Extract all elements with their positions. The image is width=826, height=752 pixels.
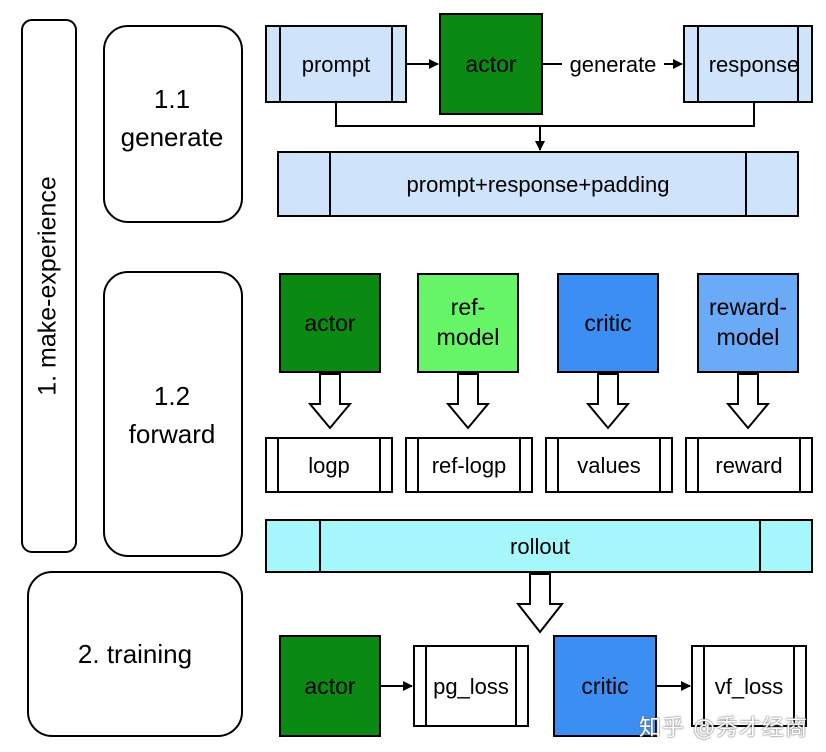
values-label: values [577, 453, 641, 478]
values-node: values [545, 437, 673, 493]
stage-forward: 1.2 forward [103, 271, 243, 557]
merge-connector [335, 102, 755, 151]
reward-model-label-line2: model [717, 324, 780, 350]
logp-label: logp [308, 453, 350, 478]
forward-actor-node: actor [279, 273, 381, 373]
vf-loss-label: vf_loss [715, 674, 783, 699]
train-actor-label: actor [304, 673, 355, 699]
actor-generate-node: actor [439, 13, 543, 115]
stage-forward-number: 1.2 [154, 381, 190, 411]
reward-node: reward [685, 437, 813, 493]
ref-logp-node: ref-logp [405, 437, 533, 493]
actor-generate-label: actor [465, 51, 516, 77]
watermark: 知乎 @秀才经商 [639, 716, 808, 741]
reward-model-node: reward- model [697, 273, 799, 373]
ref-model-node: ref- model [417, 273, 519, 373]
actor-to-logp-arrow [307, 373, 353, 430]
train-actor-node: actor [279, 635, 381, 737]
rollout-to-training-arrow [515, 573, 565, 634]
stage-make-experience-label: 1. make-experience [34, 176, 62, 396]
reward-model-to-reward-arrow [725, 373, 771, 430]
forward-actor-label: actor [304, 310, 355, 336]
stage-generate: 1.1 generate [103, 25, 243, 223]
response-label: response [709, 52, 800, 77]
stage-training-label: 2. training [78, 639, 192, 669]
critic-to-values-arrow [585, 373, 631, 430]
concat-label: prompt+response+padding [407, 172, 670, 197]
critic-label: critic [584, 310, 631, 336]
stage-generate-number: 1.1 [154, 84, 190, 114]
reward-model-label-line1: reward- [709, 294, 787, 320]
reward-label: reward [715, 453, 782, 478]
rollout-label: rollout [510, 534, 570, 559]
prompt-node: prompt [265, 25, 407, 103]
stage-training: 2. training [27, 571, 243, 737]
stage-make-experience: 1. make-experience [21, 19, 77, 553]
generate-edge-label: generate [570, 52, 657, 77]
logp-node: logp [265, 437, 393, 493]
vf-loss-node: vf_loss [691, 645, 807, 727]
pg-loss-label: pg_loss [433, 674, 509, 699]
ref-logp-label: ref-logp [432, 453, 507, 478]
ref-model-label-line2: model [437, 324, 500, 350]
ref-model-to-ref-logp-arrow [445, 373, 491, 430]
generate-edge: generate [542, 52, 683, 77]
critic-node: critic [557, 273, 659, 373]
train-critic-label: critic [581, 673, 628, 699]
stage-generate-label: generate [121, 122, 224, 152]
stage-forward-label: forward [129, 419, 216, 449]
pg-loss-node: pg_loss [413, 645, 529, 727]
forward-down-arrows [307, 373, 771, 430]
response-node: response [683, 25, 813, 103]
rollout-node: rollout [265, 519, 813, 573]
concat-node: prompt+response+padding [277, 151, 799, 217]
ref-model-label-line1: ref- [451, 294, 486, 320]
prompt-label: prompt [302, 52, 370, 77]
